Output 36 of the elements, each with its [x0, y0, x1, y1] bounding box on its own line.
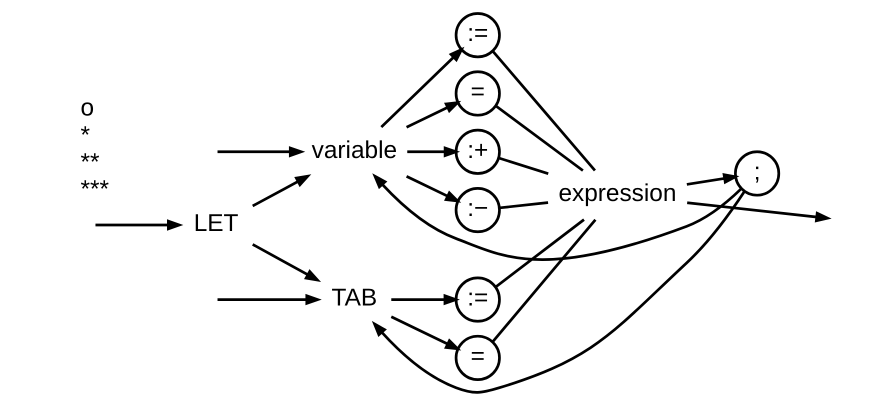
arrow	[391, 294, 460, 306]
arrow	[252, 174, 312, 208]
arrow	[218, 294, 322, 306]
arrow	[406, 100, 462, 128]
node-circle: :−	[454, 187, 501, 234]
node-circle: ;	[734, 150, 780, 197]
arrow	[372, 173, 742, 261]
connector	[492, 50, 596, 172]
arrow	[380, 46, 464, 128]
arrow	[686, 172, 740, 186]
node-text: LET	[194, 210, 238, 237]
connector	[495, 218, 585, 288]
node-circle: :=	[454, 276, 501, 323]
node-circle: :+	[454, 128, 501, 175]
arrow	[390, 316, 462, 351]
arrow	[218, 146, 306, 158]
node-circle: :=	[454, 12, 501, 58]
node-circle: =	[454, 334, 501, 381]
connector	[498, 156, 549, 175]
arrow	[372, 190, 746, 394]
connector	[500, 201, 548, 210]
connector	[495, 104, 584, 172]
arrow	[687, 201, 832, 223]
arrow	[252, 243, 322, 282]
arrow	[406, 175, 462, 203]
label: o	[80, 94, 94, 122]
node-text: TAB	[332, 284, 378, 312]
node-circle: =	[454, 70, 501, 117]
connector	[492, 218, 596, 343]
label: ***	[80, 176, 109, 204]
arrow	[407, 146, 460, 158]
node-text: expression	[558, 180, 676, 208]
label: **	[80, 148, 100, 176]
node-text: variable	[312, 136, 398, 164]
arrow	[95, 219, 184, 231]
label: *	[80, 122, 90, 149]
